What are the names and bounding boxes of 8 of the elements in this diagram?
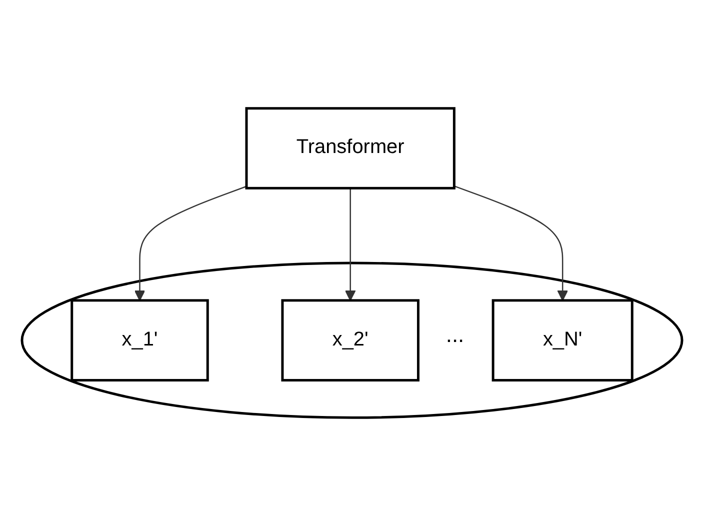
arrow [134, 185, 247, 300]
arrow [454, 185, 568, 300]
node-box: x_1' [70, 298, 209, 381]
ellipsis-label: ... [446, 322, 464, 347]
node-box: x_N' [492, 298, 634, 381]
node-box: Transformer [245, 106, 456, 189]
node-box: x_2' [281, 298, 420, 381]
arrow [344, 188, 356, 300]
